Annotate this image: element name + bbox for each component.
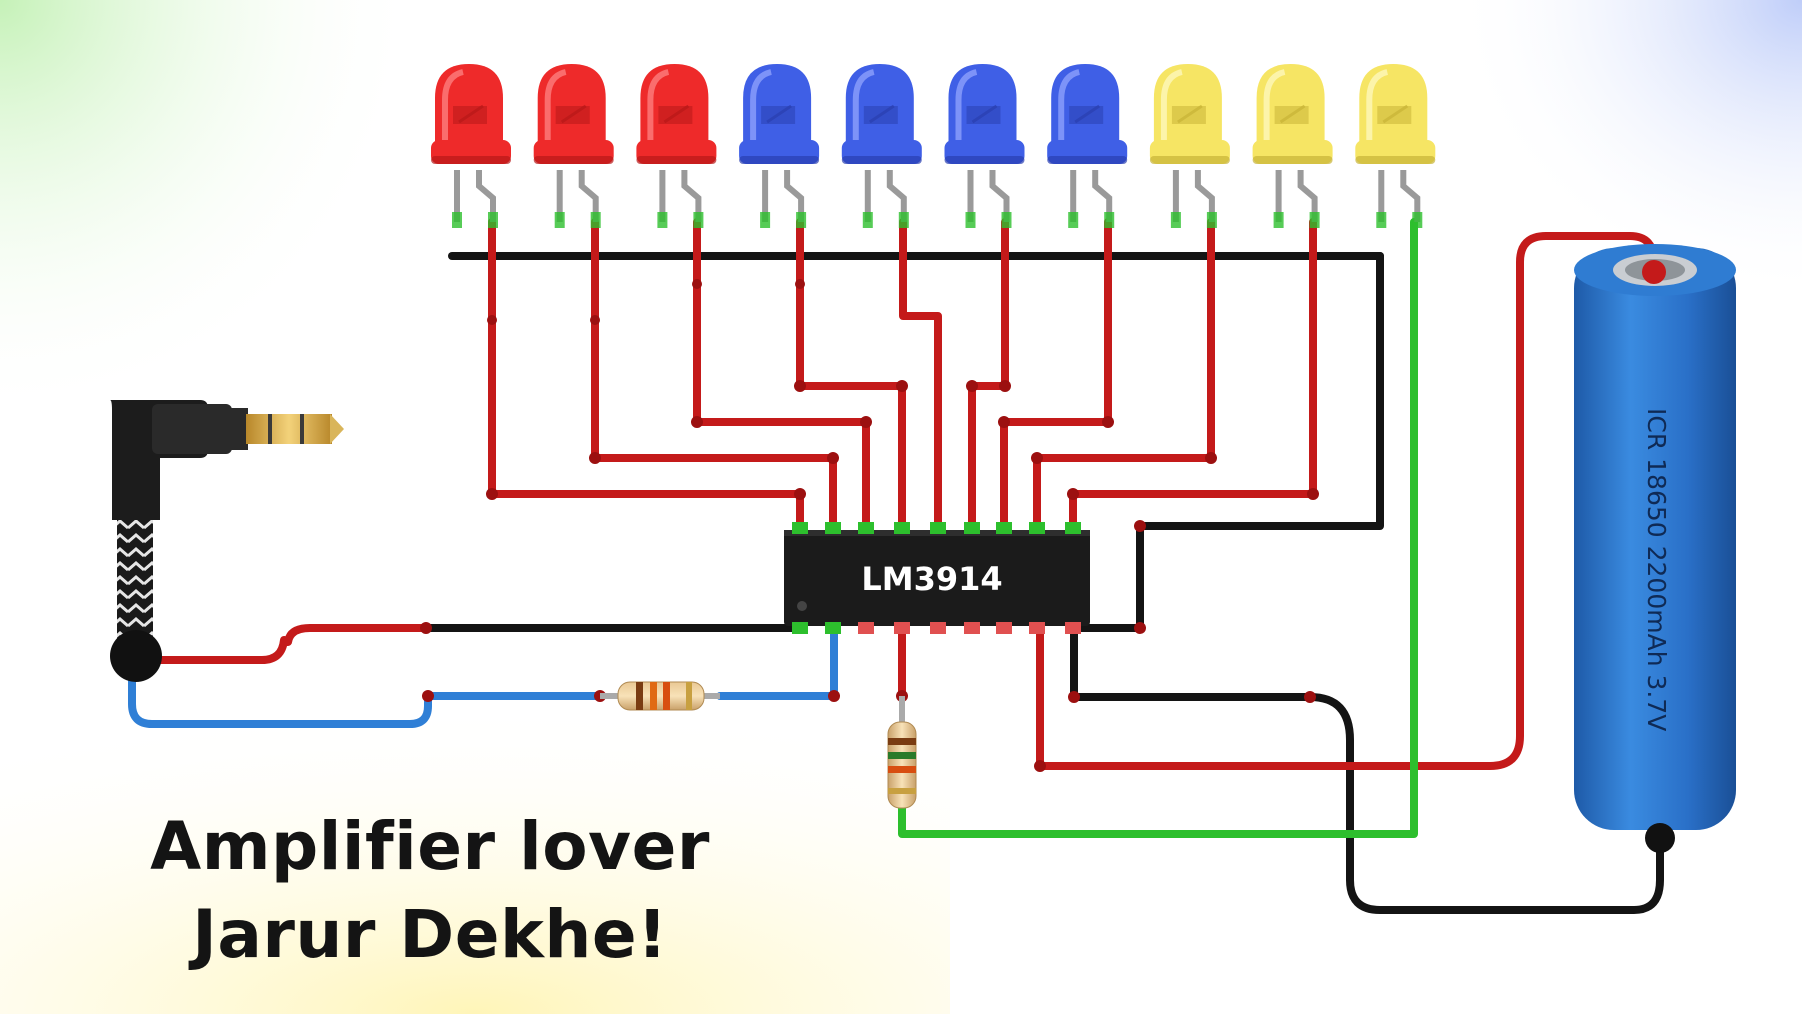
led-red-3	[636, 64, 717, 228]
bg-yellow-glow	[0, 700, 950, 1014]
chip-pin-top	[996, 522, 1012, 534]
chip-pin-bottom	[825, 622, 841, 634]
wire-blue-resistor-to-ic	[716, 624, 838, 700]
led-blue-3	[944, 64, 1025, 228]
chip-pin-top	[792, 522, 808, 534]
led-red-1	[431, 64, 511, 228]
resistor-reference	[887, 696, 917, 809]
chip-label: LM3914	[861, 560, 1002, 598]
wire-red-led4	[796, 218, 906, 532]
chip-pin-bottom	[1029, 622, 1045, 634]
chip-pin-bottom	[894, 622, 910, 634]
battery-label: ICR 18650 2200mAh 3.7V	[1642, 408, 1671, 731]
chip-pin-bottom	[792, 622, 808, 634]
wire-red-led1	[488, 218, 804, 532]
wire-green	[898, 218, 1418, 838]
resistor-input	[600, 681, 720, 711]
chip-pin-top	[894, 522, 910, 534]
chip-pin-bottom	[930, 622, 946, 634]
led-blue-1	[739, 64, 820, 228]
wire-red-led8	[1033, 218, 1215, 532]
lm3914-chip: LM3914	[784, 522, 1090, 634]
wire-black-ground	[1070, 624, 1664, 914]
wire-red-led3	[693, 218, 870, 532]
wire-blue-audio	[128, 668, 604, 728]
chip-pin-bottom	[964, 622, 980, 634]
led-blue-4	[1047, 64, 1128, 228]
led-red-2	[533, 64, 614, 228]
bg-green-glow	[0, 0, 420, 420]
chip-pin-top	[930, 522, 946, 534]
caption-line-2: Jarur Dekhe!	[192, 896, 668, 973]
wire-red-led5	[899, 218, 942, 532]
audio-jack	[110, 400, 344, 682]
chip-pin-top	[825, 522, 841, 534]
battery-18650: ICR 18650 2200mAh 3.7V	[1574, 244, 1736, 853]
chip-pin-top	[1029, 522, 1045, 534]
wire-red-led9	[1069, 218, 1317, 532]
chip-pin-bottom	[1065, 622, 1081, 634]
chip-pin1-notch	[797, 601, 807, 611]
led-yellow-2	[1252, 64, 1333, 228]
chip-pin-top	[964, 522, 980, 534]
wire-red-led7	[1000, 218, 1112, 532]
chip-pin-top	[1065, 522, 1081, 534]
led-yellow-3	[1355, 64, 1436, 228]
caption-line-1: Amplifier lover	[150, 808, 710, 885]
wire-red-power	[1036, 232, 1658, 770]
wire-red-audio	[144, 624, 430, 664]
wire-red-led2	[591, 218, 837, 532]
chip-pin-bottom	[996, 622, 1012, 634]
chip-pin-top	[858, 522, 874, 534]
wire-red-led6	[968, 218, 1009, 532]
chip-pin-bottom	[858, 622, 874, 634]
led-yellow-1	[1149, 64, 1230, 228]
led-blue-2	[841, 64, 922, 228]
wire-black-bus-to-ic	[1072, 252, 1384, 632]
